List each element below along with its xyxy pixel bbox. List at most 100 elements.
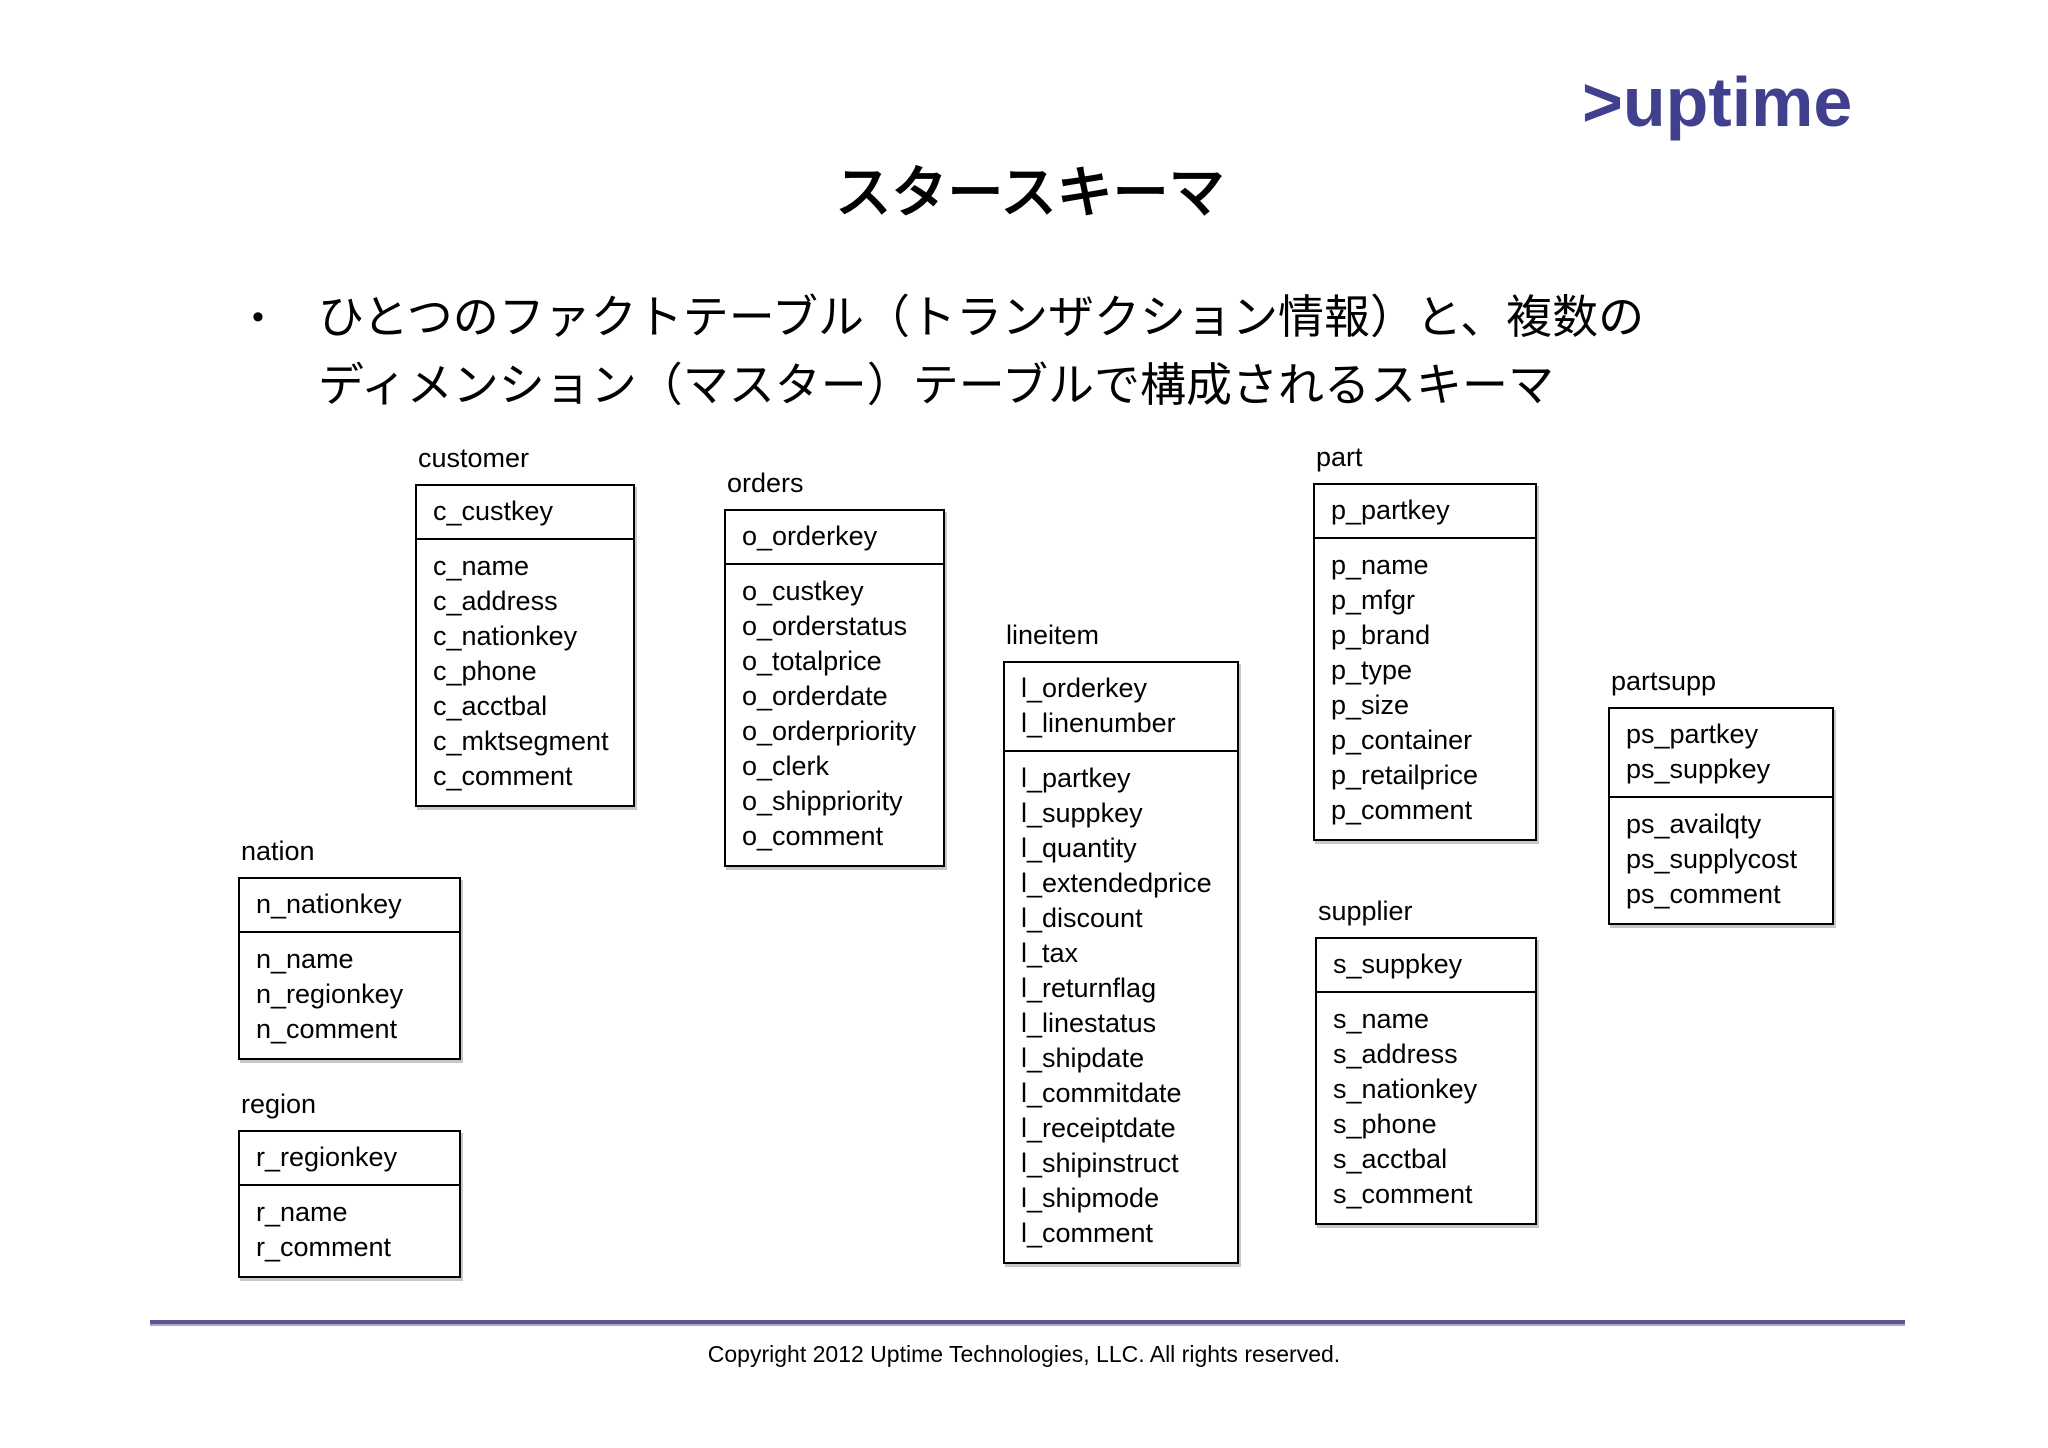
- bullet-text: ひとつのファクトテーブル（トランザクション情報）と、複数の ディメンション（マス…: [318, 283, 1644, 419]
- entity-title-supplier: supplier: [1318, 896, 1413, 926]
- field-l_partkey: l_partkey: [1021, 763, 1131, 793]
- field-p_name: p_name: [1331, 550, 1429, 580]
- bullet-text-line1: ひとつのファクトテーブル（トランザクション情報）と、複数の: [318, 291, 1645, 343]
- field-ps_comment: ps_comment: [1626, 879, 1781, 909]
- field-c_comment: c_comment: [433, 761, 573, 791]
- entity-title-partsupp: partsupp: [1611, 666, 1717, 696]
- field-p_brand: p_brand: [1331, 620, 1431, 650]
- field-s_name: s_name: [1333, 1004, 1430, 1034]
- field-l_linenumber: l_linenumber: [1021, 708, 1176, 738]
- field-l_extendedprice: l_extendedprice: [1021, 868, 1212, 898]
- field-n_name: n_name: [256, 944, 354, 974]
- field-o_clerk: o_clerk: [742, 751, 830, 781]
- field-r_regionkey: r_regionkey: [256, 1142, 398, 1172]
- field-ps_supplycost: ps_supplycost: [1626, 844, 1798, 874]
- field-r_name: r_name: [256, 1197, 348, 1227]
- field-p_type: p_type: [1331, 655, 1413, 685]
- field-l_shipinstruct: l_shipinstruct: [1021, 1148, 1179, 1178]
- field-c_mktsegment: c_mktsegment: [433, 726, 609, 756]
- field-l_orderkey: l_orderkey: [1021, 673, 1148, 703]
- entity-field-section-nation: n_name n_regionkey n_comment: [240, 933, 459, 1058]
- field-l_comment: l_comment: [1021, 1218, 1154, 1248]
- field-l_discount: l_discount: [1021, 903, 1143, 933]
- field-l_returnflag: l_returnflag: [1021, 973, 1157, 1003]
- field-n_nationkey: n_nationkey: [256, 889, 402, 919]
- field-ps_partkey: ps_partkey: [1626, 719, 1759, 749]
- entity-nation: nation n_nationkey n_name n_regionkey n_comm…: [238, 835, 461, 1060]
- field-o_orderdate: o_orderdate: [742, 681, 888, 711]
- entity-key-section-customer: c_custkey: [417, 486, 633, 540]
- entity-key-section-nation: n_nationkey: [240, 879, 459, 933]
- field-l_linestatus: l_linestatus: [1021, 1008, 1157, 1038]
- uptime-logo: >uptime: [1582, 63, 1853, 141]
- entity-title-customer: customer: [418, 443, 530, 473]
- entity-title-nation: nation: [241, 836, 315, 866]
- field-l_commitdate: l_commitdate: [1021, 1078, 1182, 1108]
- field-p_container: p_container: [1331, 725, 1473, 755]
- field-s_address: s_address: [1333, 1039, 1458, 1069]
- field-s_acctbal: s_acctbal: [1333, 1144, 1448, 1174]
- field-o_totalprice: o_totalprice: [742, 646, 882, 676]
- entity-field-section-partsupp: ps_availqty ps_supplycost ps_comment: [1610, 798, 1832, 923]
- field-p_retailprice: p_retailprice: [1331, 760, 1479, 790]
- entity-key-section-lineitem: l_orderkey l_linenumber: [1005, 663, 1237, 752]
- field-p_size: p_size: [1331, 690, 1410, 720]
- entity-title-lineitem: lineitem: [1006, 620, 1100, 650]
- field-o_orderpriority: o_orderpriority: [742, 716, 917, 746]
- field-o_comment: o_comment: [742, 821, 884, 851]
- entity-title-part: part: [1316, 442, 1363, 472]
- entity-key-section-supplier: s_suppkey: [1317, 939, 1535, 993]
- field-n_regionkey: n_regionkey: [256, 979, 404, 1009]
- entity-box-orders: o_orderkey o_custkey o_orderstatus o_totalp…: [724, 509, 945, 867]
- field-l_shipmode: l_shipmode: [1021, 1183, 1160, 1213]
- entity-key-section-region: r_regionkey: [240, 1132, 459, 1186]
- field-c_nationkey: c_nationkey: [433, 621, 578, 651]
- footer-divider: [150, 1320, 1905, 1326]
- field-l_shipdate: l_shipdate: [1021, 1043, 1145, 1073]
- entity-box-partsupp: ps_partkey ps_suppkey ps_availqty ps_supply…: [1608, 707, 1834, 925]
- field-c_address: c_address: [433, 586, 558, 616]
- bullet-text-line2: ディメンション（マスター）テーブルで構成されるスキーマ: [318, 359, 1555, 411]
- field-o_shippriority: o_shippriority: [742, 786, 903, 816]
- field-s_phone: s_phone: [1333, 1109, 1437, 1139]
- entity-title-orders: orders: [727, 468, 804, 498]
- field-l_suppkey: l_suppkey: [1021, 798, 1143, 828]
- field-o_orderkey: o_orderkey: [742, 521, 878, 551]
- entity-key-section-partsupp: ps_partkey ps_suppkey: [1610, 709, 1832, 798]
- copyright-text: Copyright 2012 Uptime Technologies, LLC.…: [707, 1341, 1341, 1367]
- bullet-icon: •: [252, 298, 264, 336]
- field-n_comment: n_comment: [256, 1014, 398, 1044]
- field-p_partkey: p_partkey: [1331, 495, 1450, 525]
- field-l_tax: l_tax: [1021, 938, 1079, 968]
- field-o_orderstatus: o_orderstatus: [742, 611, 908, 641]
- entity-title-region: region: [241, 1089, 317, 1119]
- field-c_acctbal: c_acctbal: [433, 691, 548, 721]
- field-o_custkey: o_custkey: [742, 576, 864, 606]
- field-ps_suppkey: ps_suppkey: [1626, 754, 1771, 784]
- entity-key-section-part: p_partkey: [1315, 485, 1535, 539]
- field-s_suppkey: s_suppkey: [1333, 949, 1463, 979]
- field-l_quantity: l_quantity: [1021, 833, 1137, 863]
- field-ps_availqty: ps_availqty: [1626, 809, 1762, 839]
- entity-field-section-orders: o_custkey o_orderstatus o_totalprice o_orde…: [726, 565, 943, 865]
- entity-box-lineitem: l_orderkey l_linenumber l_partkey l_suppkey…: [1003, 661, 1239, 1264]
- entity-field-section-lineitem: l_partkey l_suppkey l_quantity l_extendedpr…: [1005, 752, 1237, 1262]
- field-l_receiptdate: l_receiptdate: [1021, 1113, 1176, 1143]
- field-c_custkey: c_custkey: [433, 496, 554, 526]
- slide-title: スタースキーマ: [835, 161, 1225, 224]
